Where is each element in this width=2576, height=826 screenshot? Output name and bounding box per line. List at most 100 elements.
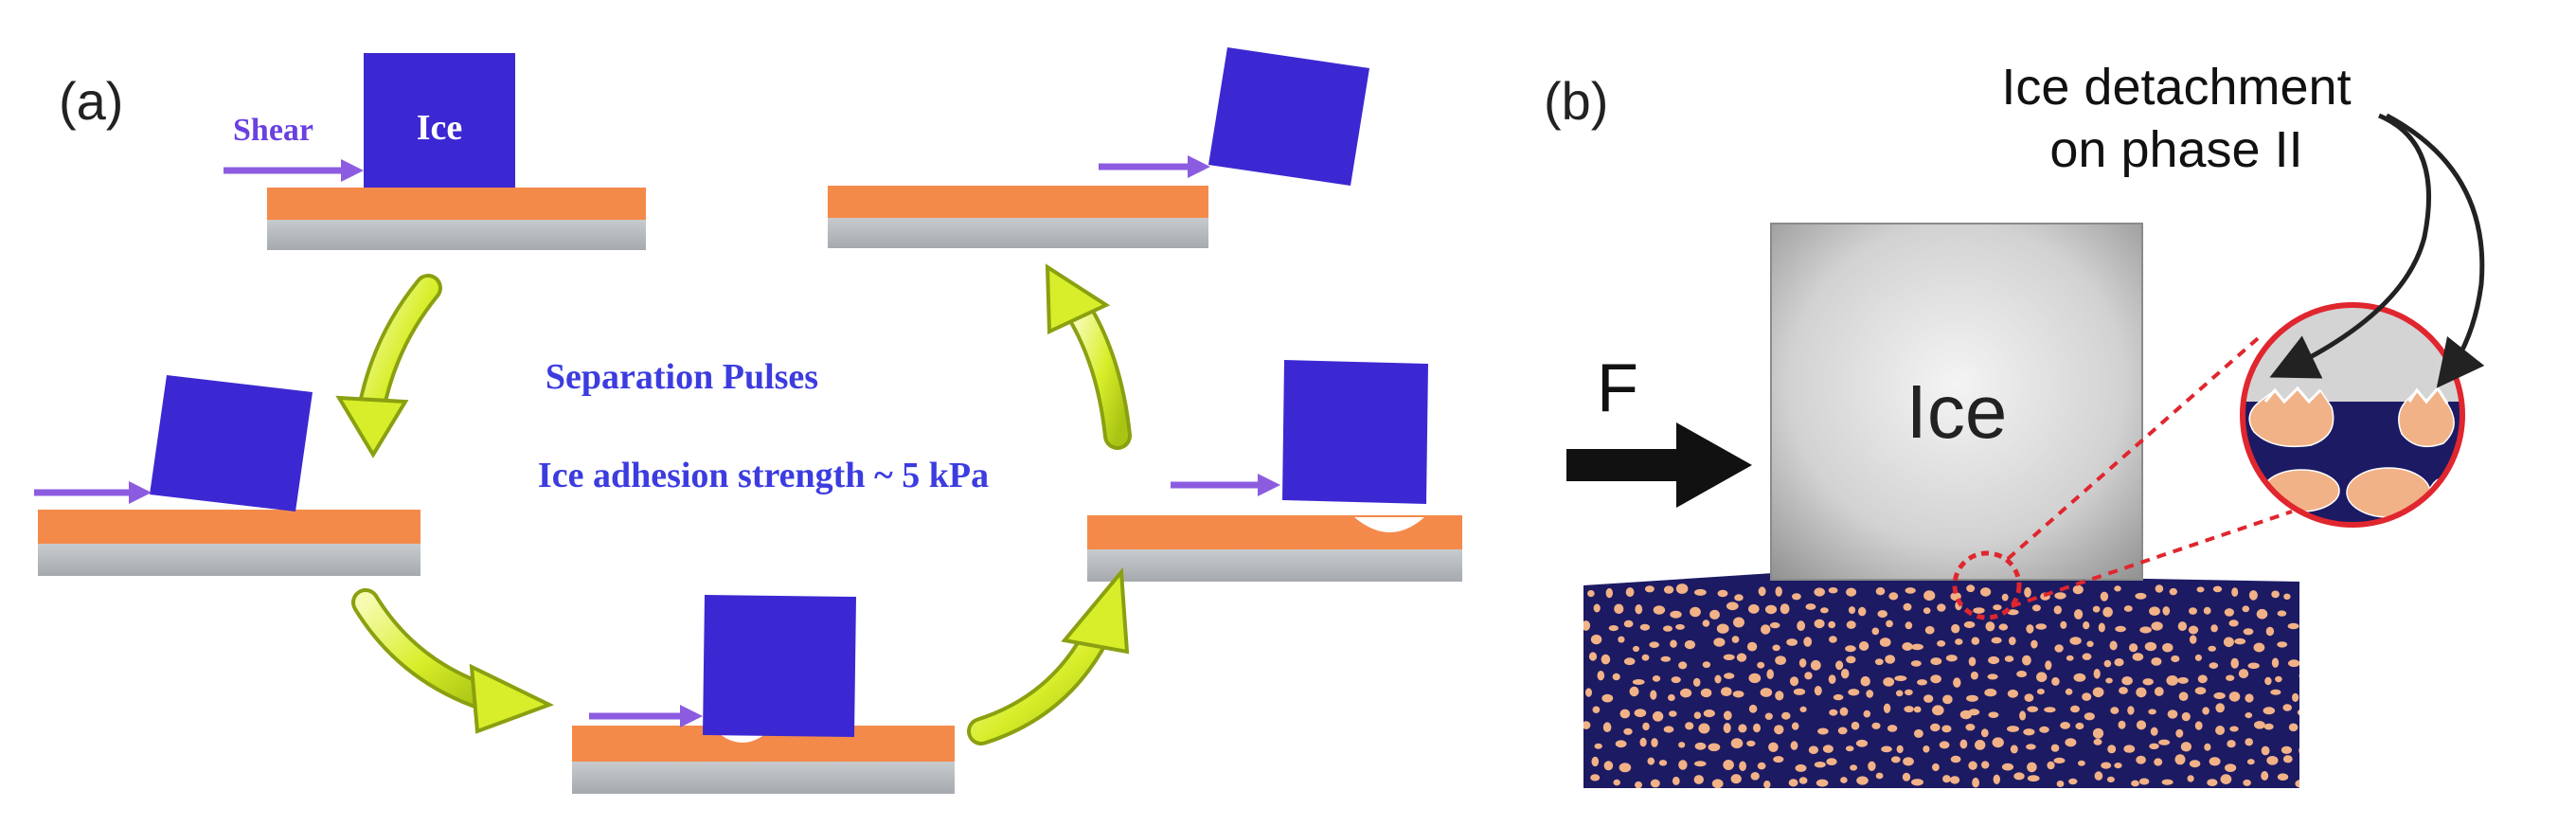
filler-particle xyxy=(1775,586,1782,597)
filler-particle xyxy=(1888,592,1899,601)
filler-particle xyxy=(1724,673,1735,679)
callout-line-2: on phase II xyxy=(2049,121,2302,178)
filler-particle xyxy=(2202,707,2209,715)
filler-particle xyxy=(1923,694,1934,703)
filler-particle xyxy=(1932,763,1940,772)
filler-particle xyxy=(2300,637,2308,646)
filler-particle xyxy=(1885,655,1896,664)
panel-a-letter: (a) xyxy=(59,71,123,131)
filler-particle xyxy=(2082,692,2092,701)
filler-particle xyxy=(2215,726,2226,735)
filler-particle xyxy=(1930,657,1942,666)
filler-particle xyxy=(1700,688,1712,698)
filler-particle xyxy=(1913,728,1923,738)
filler-particle xyxy=(1591,756,1600,767)
filler-particle xyxy=(1746,740,1756,747)
filler-particle xyxy=(2044,707,2056,713)
filler-particle xyxy=(1726,602,1739,611)
filler-particle xyxy=(2245,738,2253,746)
filler-particle xyxy=(1992,737,2004,748)
filler-particle xyxy=(1709,609,1720,620)
filler-particle xyxy=(2231,587,2239,597)
filler-particle xyxy=(2069,637,2082,645)
filler-particle xyxy=(1694,742,1707,750)
filler-particle xyxy=(2105,677,2113,684)
filler-particle xyxy=(2142,678,2154,686)
filler-particle xyxy=(1746,641,1758,652)
filler-particle xyxy=(1625,587,1635,598)
filler-particle xyxy=(2109,640,2118,651)
filler-particle xyxy=(1799,706,1807,713)
filler-particle xyxy=(2174,754,2186,765)
ice-block xyxy=(703,595,856,737)
filler-particle xyxy=(2148,709,2156,715)
filler-particle xyxy=(1786,638,1798,646)
filler-particle xyxy=(2114,763,2122,769)
filler-particle xyxy=(1932,705,1944,716)
filler-particle xyxy=(1670,610,1682,619)
filler-particle xyxy=(1692,677,1701,688)
cycle-arrow-1 xyxy=(335,274,442,458)
filler-particle xyxy=(1814,587,1825,597)
filler-particle xyxy=(1993,774,2000,784)
filler-particle xyxy=(1856,776,1869,785)
filler-particle xyxy=(2256,608,2268,620)
filler-particle xyxy=(1592,706,1601,713)
filler-particle xyxy=(1635,604,1643,615)
filler-particle xyxy=(1790,741,1798,750)
filler-particle xyxy=(2295,780,2299,788)
filler-particle xyxy=(2228,620,2239,627)
filler-particle xyxy=(1634,709,1647,718)
filler-particle xyxy=(2226,674,2235,681)
filler-particle xyxy=(1714,674,1722,684)
filler-particle xyxy=(1690,606,1701,618)
filler-particle xyxy=(1717,589,1728,598)
filler-particle xyxy=(1669,710,1677,717)
filler-particle xyxy=(1814,762,1826,768)
filler-particle xyxy=(1753,723,1761,733)
filler-particle xyxy=(1902,642,1913,651)
filler-particle xyxy=(2115,625,2126,633)
filler-particle xyxy=(2253,642,2265,653)
filler-particle xyxy=(1694,761,1707,767)
filler-particle xyxy=(1716,623,1729,634)
filler-particle xyxy=(2050,744,2060,752)
filler-particle xyxy=(2053,757,2066,764)
filler-particle xyxy=(2180,742,2191,752)
filler-particle xyxy=(1902,772,1911,781)
filler-particle xyxy=(2001,593,2009,602)
filler-particle xyxy=(1761,624,1771,635)
filler-particle xyxy=(1603,761,1614,771)
filler-particle xyxy=(2229,726,2239,732)
filler-particle xyxy=(1792,593,1801,601)
filler-particle xyxy=(2194,721,2203,730)
filler-particle xyxy=(2299,745,2306,755)
filler-particle xyxy=(2247,662,2260,670)
filler-particle xyxy=(1748,603,1760,614)
filler-particle xyxy=(1663,625,1673,632)
stage-3-void xyxy=(572,595,955,794)
filler-particle xyxy=(2270,689,2281,695)
filler-particle xyxy=(2138,778,2150,785)
filler-particle xyxy=(1672,776,1680,785)
filler-particle xyxy=(1773,756,1784,763)
filler-particle xyxy=(1846,655,1856,664)
filler-particle xyxy=(1904,706,1914,713)
filler-particle xyxy=(1671,676,1681,684)
filler-particle xyxy=(2248,590,2258,601)
filler-particle xyxy=(1917,679,1927,686)
filler-particle xyxy=(1750,772,1760,781)
substrate xyxy=(828,218,1208,248)
filler-particle xyxy=(2144,641,2157,652)
filler-particle xyxy=(1650,779,1660,788)
filler-particle xyxy=(1877,610,1887,619)
filler-particle xyxy=(1730,774,1742,784)
filler-particle xyxy=(1846,620,1856,629)
filler-particle xyxy=(2036,689,2045,695)
filler-particle xyxy=(1639,737,1647,747)
filler-particle xyxy=(1633,645,1639,653)
filler-particle xyxy=(1658,760,1668,766)
filler-particle xyxy=(2075,722,2084,730)
filler-particle xyxy=(2277,610,2287,617)
filler-particle xyxy=(2254,721,2265,729)
